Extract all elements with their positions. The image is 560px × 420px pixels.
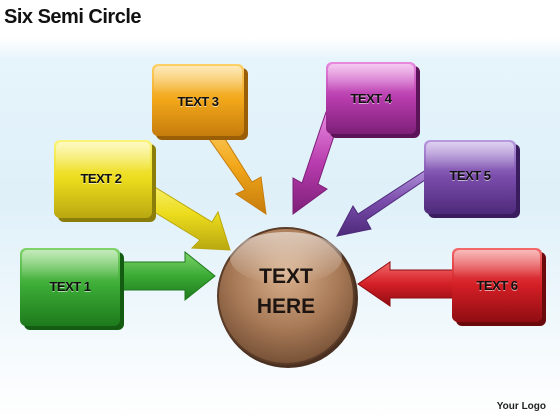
box-2-label: TEXT 2 [80, 171, 122, 186]
box-4-label: TEXT 4 [350, 91, 392, 106]
center-label: TEXT HERE [221, 262, 351, 322]
slide-title: Six Semi Circle [4, 6, 142, 28]
center-label-line2: HERE [256, 295, 316, 318]
box-6-label: TEXT 6 [476, 278, 518, 293]
box-5-label: TEXT 5 [449, 168, 491, 183]
arrow-1 [109, 250, 216, 302]
box-3 [152, 64, 248, 140]
box-1-label: TEXT 1 [49, 279, 91, 294]
box-5 [424, 140, 520, 218]
center-label-line1: TEXT [259, 265, 313, 288]
footer-logo: Your Logo [496, 401, 546, 412]
arrow-4 [292, 111, 341, 215]
box-1 [20, 248, 124, 330]
arrow-6 [357, 261, 461, 307]
box-6 [452, 248, 546, 326]
box-4 [326, 62, 420, 138]
box-2 [54, 140, 156, 222]
box-3-label: TEXT 3 [177, 94, 219, 109]
center-circle [217, 227, 358, 368]
arrow-5 [336, 164, 434, 237]
